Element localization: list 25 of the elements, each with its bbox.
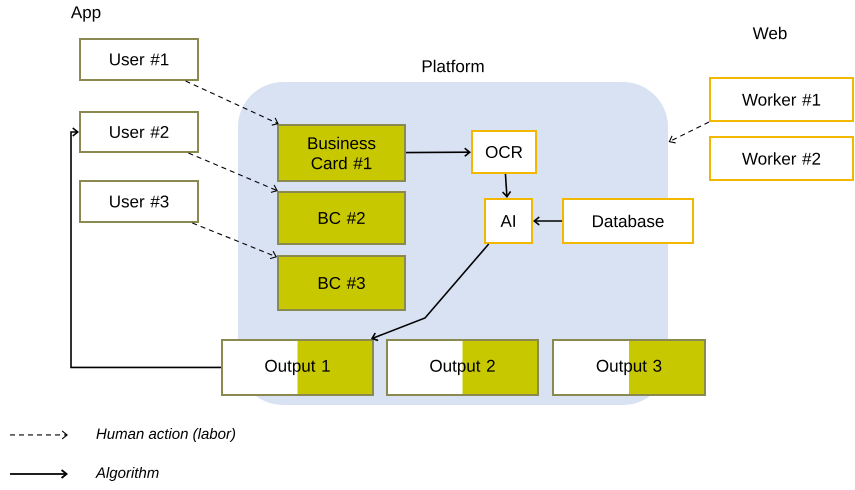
node-label: Platform — [422, 60, 484, 72]
arrow — [188, 152, 278, 193]
process-box: AI — [484, 198, 533, 244]
arrow — [192, 222, 277, 260]
legend-label: Algorithm — [95, 467, 159, 481]
arrow — [533, 216, 562, 226]
user-box: User #2 — [79, 111, 199, 153]
process-box: Database — [562, 198, 694, 244]
arrow — [668, 122, 710, 144]
process-box: Worker #1 — [709, 77, 854, 122]
process-box: OCR — [471, 130, 537, 174]
group-label: Web — [752, 26, 787, 40]
arrow — [406, 148, 471, 157]
business-card-box: BC #3 — [277, 255, 406, 311]
legend-label: Human action (labor) — [96, 428, 236, 442]
user-box: User #3 — [79, 180, 199, 223]
process-box: Worker #2 — [709, 136, 854, 181]
arrow — [370, 243, 490, 342]
business-card-box: BC #2 — [277, 191, 406, 245]
arrow — [502, 174, 512, 198]
arrow — [70, 127, 221, 368]
arrow — [185, 80, 279, 126]
user-box: User #1 — [79, 38, 199, 81]
group-label: App — [70, 6, 100, 22]
business-card-box: Business Card #1 — [277, 124, 406, 182]
